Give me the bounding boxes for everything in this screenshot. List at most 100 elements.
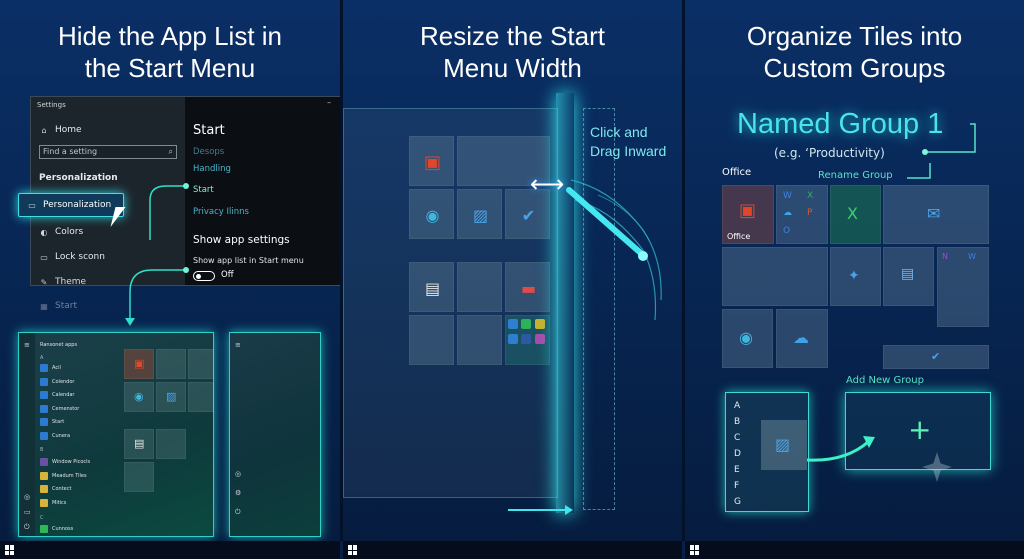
- hamburger-icon[interactable]: ≡: [235, 341, 241, 349]
- new-group-drop-zone[interactable]: +: [845, 392, 991, 470]
- list-item[interactable]: Calendar: [40, 391, 74, 399]
- tile[interactable]: [188, 349, 214, 379]
- list-item[interactable]: Contect: [40, 485, 71, 493]
- list-item[interactable]: Window Picocls: [40, 458, 90, 466]
- tile[interactable]: [156, 349, 186, 379]
- windows-start-icon[interactable]: [690, 545, 700, 555]
- mini-app-icon: [521, 319, 531, 329]
- photos-tile[interactable]: ▨: [457, 189, 502, 239]
- link-handling[interactable]: Handling: [193, 164, 231, 174]
- power-icon[interactable]: ⏻: [24, 523, 30, 531]
- office-tile[interactable]: ▣: [124, 349, 154, 379]
- office-tile[interactable]: ▣: [409, 136, 454, 186]
- list-item[interactable]: Cunnoss: [40, 525, 73, 533]
- notepad-icon: ▤: [901, 266, 915, 282]
- letter-heading[interactable]: F: [734, 481, 740, 491]
- drag-instruction: Click and Drag Inward: [590, 124, 667, 159]
- letter-heading[interactable]: G: [734, 497, 741, 507]
- excel-icon: X: [807, 191, 814, 201]
- onedrive-tile[interactable]: ☁: [776, 309, 828, 368]
- settings-gear-icon[interactable]: ⚙: [235, 489, 242, 497]
- list-item[interactable]: Cemenstor: [40, 405, 79, 413]
- taskbar: [685, 541, 1024, 559]
- app-icon: [40, 418, 48, 426]
- resize-edge-handle[interactable]: [556, 93, 574, 513]
- list-item[interactable]: Mitics: [40, 499, 66, 507]
- letter-heading[interactable]: B: [734, 417, 741, 427]
- app-icon: [40, 391, 48, 399]
- pictures-icon[interactable]: ▭: [24, 508, 31, 516]
- edge-icon: ◉: [739, 328, 753, 347]
- tile[interactable]: [188, 382, 214, 412]
- link-privacy[interactable]: Privacy Ilinns: [193, 207, 249, 217]
- photos-icon: ▨: [472, 205, 489, 225]
- link-start[interactable]: Start: [193, 185, 214, 195]
- small-apps-tile[interactable]: N W: [937, 247, 989, 327]
- group-name-example: (e.g. ‘Productivity): [774, 146, 885, 160]
- named-group-title[interactable]: Named Group 1: [737, 108, 944, 140]
- list-item[interactable]: Colendor: [40, 378, 74, 386]
- photos-tile[interactable]: ▨: [156, 382, 186, 412]
- windows-start-icon[interactable]: [348, 545, 358, 555]
- start-menu-list-hidden: ≡ ◎ ⚙ ⏻: [229, 332, 321, 537]
- dragged-photos-tile[interactable]: ▨: [761, 420, 807, 470]
- windows-start-icon[interactable]: [5, 545, 15, 555]
- letter-heading[interactable]: C: [734, 433, 741, 443]
- tile[interactable]: [457, 262, 502, 312]
- nav-colors[interactable]: ◐ Colors: [40, 227, 84, 237]
- news-icon: ▬: [520, 278, 537, 298]
- edge-tile[interactable]: ◉: [409, 189, 454, 239]
- taskbar: [0, 541, 340, 559]
- tile[interactable]: [722, 247, 828, 306]
- edge-tile[interactable]: ◉: [722, 309, 773, 368]
- nav-start[interactable]: ▦ Start: [40, 301, 77, 311]
- tile[interactable]: [457, 136, 550, 186]
- nav-home[interactable]: ⌂ Home: [39, 125, 81, 135]
- app-icon: [40, 458, 48, 466]
- todo-tile[interactable]: ✔: [883, 345, 989, 369]
- nav-theme[interactable]: ✎ Theme: [40, 277, 87, 287]
- office-group-label: Office: [722, 167, 752, 178]
- nav-lock-screen[interactable]: ▭ Lock sconn: [40, 252, 105, 262]
- nav-personalization[interactable]: ▭ Personalization: [18, 193, 124, 217]
- excel-tile[interactable]: X: [830, 185, 881, 244]
- tile[interactable]: [409, 315, 454, 365]
- power-icon[interactable]: ⏻: [235, 508, 241, 516]
- list-item[interactable]: Start: [40, 418, 64, 426]
- tools-tile[interactable]: ✦: [830, 247, 881, 306]
- list-item[interactable]: Cunera: [40, 432, 70, 440]
- taskbar: [343, 541, 682, 559]
- todo-tile[interactable]: ✔: [505, 189, 550, 239]
- office-tile[interactable]: ▣ Office: [722, 185, 774, 244]
- list-item[interactable]: Acil: [40, 364, 61, 372]
- news-tile[interactable]: ▬: [505, 262, 550, 312]
- mini-tiles-group[interactable]: [505, 315, 550, 365]
- link-desops[interactable]: Desops: [193, 147, 225, 157]
- lock-screen-icon: ▭: [40, 252, 48, 262]
- folder-icon: [40, 472, 48, 480]
- hamburger-icon[interactable]: ≡: [24, 341, 30, 349]
- store-tile[interactable]: ▤: [409, 262, 454, 312]
- tile[interactable]: [124, 462, 154, 492]
- edge-tile[interactable]: ◉: [124, 382, 154, 412]
- minimize-button[interactable]: –: [327, 98, 331, 107]
- panel-3-heading: Organize Tiles into Custom Groups: [746, 21, 963, 83]
- user-icon[interactable]: ◎: [24, 493, 31, 501]
- letter-heading[interactable]: D: [734, 449, 741, 459]
- list-item[interactable]: Meadum Tiles: [40, 472, 87, 480]
- user-icon[interactable]: ◎: [235, 470, 242, 478]
- find-setting-input[interactable]: Find a setting ⌕: [39, 145, 177, 159]
- tile[interactable]: [156, 429, 186, 459]
- mail-tile[interactable]: ✉: [883, 185, 989, 244]
- notepad-tile[interactable]: ▤: [883, 247, 934, 306]
- nav-section-heading: Personalization: [39, 173, 118, 183]
- list-letter: C: [40, 515, 44, 521]
- app-icon: [40, 432, 48, 440]
- tile[interactable]: [457, 315, 502, 365]
- letter-heading[interactable]: E: [734, 465, 740, 475]
- folder-icon: [40, 499, 48, 507]
- store-tile[interactable]: ▤: [124, 429, 154, 459]
- office-apps-tile[interactable]: W X ☁ P O: [776, 185, 828, 244]
- letter-heading[interactable]: A: [734, 401, 741, 411]
- app-list-toggle[interactable]: [193, 271, 215, 281]
